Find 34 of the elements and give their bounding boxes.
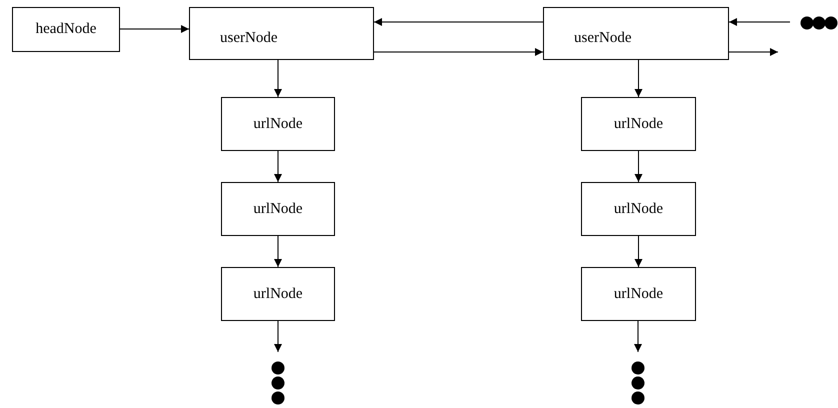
ellipsis-dots-icon (800, 16, 838, 30)
node-box (12, 7, 120, 52)
arrow (120, 25, 190, 33)
arrow (374, 48, 544, 56)
ellipsis-dots-icon (631, 361, 645, 405)
node-box (581, 182, 696, 236)
node-box (189, 7, 374, 60)
arrow (274, 60, 282, 98)
arrow (634, 150, 642, 182)
arrow (274, 236, 282, 268)
node-box (221, 182, 335, 236)
node-label: userNode (220, 30, 278, 47)
arrow (274, 150, 282, 182)
arrow (728, 48, 778, 56)
node-label: urlNode (253, 116, 303, 132)
node-label: urlNode (614, 286, 664, 302)
node-box (543, 7, 729, 60)
arrow (634, 236, 642, 268)
node-label: headNode (36, 21, 96, 38)
arrow (728, 18, 790, 26)
node-label: urlNode (253, 200, 303, 218)
node-box (221, 97, 335, 151)
node-label: urlNode (253, 286, 303, 302)
node-box (581, 97, 696, 151)
node-box (221, 267, 335, 321)
node-label: urlNode (614, 116, 664, 132)
arrow (374, 18, 544, 26)
arrow (274, 320, 282, 352)
ellipsis-dots-icon (271, 361, 285, 405)
arrow (634, 320, 642, 352)
node-box (581, 267, 696, 321)
arrow (634, 60, 642, 98)
node-label: userNode (574, 30, 632, 47)
node-label: urlNode (614, 200, 664, 218)
